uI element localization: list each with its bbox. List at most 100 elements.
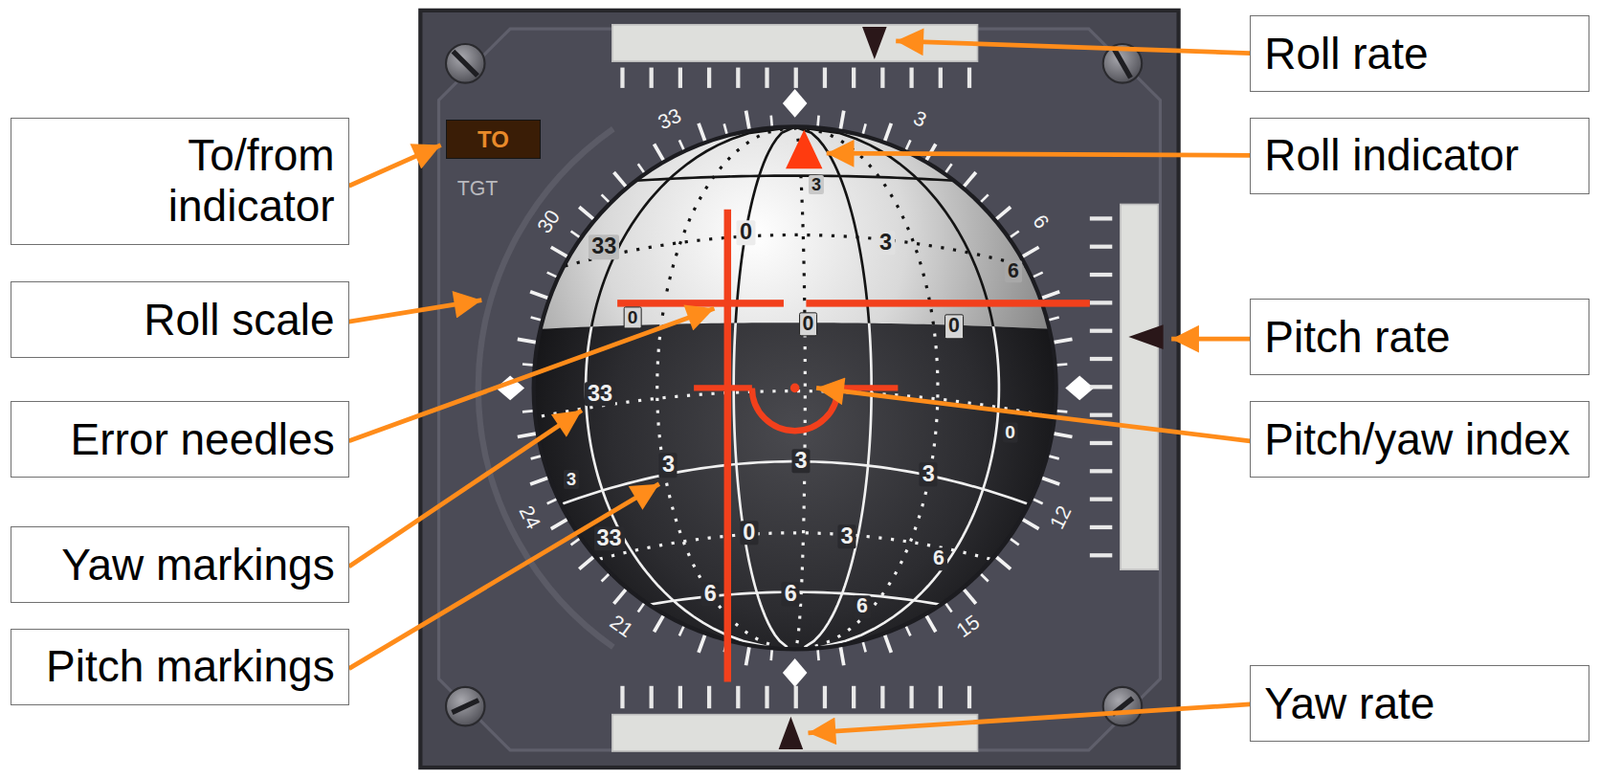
callout-box: Roll rate	[1249, 15, 1590, 92]
roll-indicator-triangle	[785, 130, 823, 170]
callout-box: Yaw markings	[10, 526, 350, 603]
roll-scale-tick	[746, 111, 750, 130]
rate-scale-tick	[707, 67, 712, 89]
roll-scale-tick	[769, 649, 774, 661]
rate-scale-tick	[764, 67, 769, 89]
yaw-marking-line	[585, 126, 796, 647]
pitch-marking-line	[529, 234, 1060, 276]
callout-text: Yaw rate	[1264, 678, 1435, 730]
screw-head	[445, 44, 486, 84]
rate-scale-tick	[880, 67, 885, 89]
ball-marking-number: 3	[876, 230, 895, 255]
ball-marking-number: 0	[1001, 422, 1019, 444]
roll-scale-tick	[679, 626, 685, 637]
callout-text: Yaw markings	[61, 539, 334, 591]
pitch-marking-line	[529, 176, 1060, 190]
ball-marking-number: 6	[1004, 260, 1023, 283]
roll-scale-tick	[531, 456, 541, 460]
roll-scale-tick	[517, 338, 536, 342]
yaw-marking-line	[585, 126, 796, 647]
ball-marking-number: 33	[594, 526, 625, 551]
rate-scale-tick	[764, 686, 769, 709]
pitch-rate-bar	[1120, 203, 1158, 570]
callout-box: Yaw rate	[1249, 665, 1590, 742]
roll-scale-tick	[1054, 433, 1073, 437]
rate-scale-tick	[735, 67, 740, 89]
rate-scale-tick	[938, 67, 943, 89]
roll-scale-tick	[840, 646, 844, 666]
rate-scale-tick	[1089, 216, 1112, 221]
roll-scale-tick	[638, 603, 645, 613]
error-needle	[724, 209, 732, 683]
callout-text: Pitch/yaw index	[1264, 414, 1571, 466]
roll-scale-tick	[578, 556, 594, 569]
rate-scale-tick	[620, 67, 624, 89]
roll-scale-tick	[547, 272, 557, 278]
callout-box: Roll indicator	[1249, 117, 1590, 195]
pitch-rate-pointer	[1128, 324, 1163, 350]
ball-marking-number: 6	[701, 581, 720, 606]
rate-scale-tick	[851, 686, 856, 709]
roll-scale-tick	[578, 206, 594, 219]
roll-scale-tick	[945, 603, 952, 613]
roll-scale-tick	[531, 316, 541, 320]
ball-sky	[523, 116, 1067, 331]
leader-lines	[349, 41, 1251, 734]
screw-head	[1103, 687, 1143, 727]
roll-scale-tick	[530, 291, 548, 299]
roll-scale-diamond	[782, 88, 808, 118]
roll-scale-tick	[980, 194, 989, 202]
roll-scale-tick	[1033, 272, 1044, 278]
roll-scale-tick	[638, 163, 645, 173]
roll-scale-tick	[522, 409, 534, 414]
rate-scale-tick	[649, 67, 654, 89]
leader-arrow	[826, 153, 1251, 156]
roll-rate-pointer	[862, 26, 888, 60]
roll-scale-tick	[816, 649, 821, 661]
ball-marking-number: 3	[808, 175, 824, 195]
ball-marking-number: 3	[838, 524, 857, 549]
rate-scale-tick	[1089, 329, 1112, 334]
ball-marking-number: 6	[853, 596, 871, 619]
callout-text: Pitch rate	[1264, 311, 1450, 363]
leader-arrow	[349, 484, 660, 669]
roll-scale-tick	[945, 163, 952, 173]
roll-scale-tick	[679, 139, 685, 150]
window-text: TO	[477, 126, 510, 154]
roll-scale-tick	[522, 362, 534, 367]
roll-scale-tick	[1022, 519, 1040, 530]
rate-scale-tick	[1089, 525, 1112, 530]
leader-arrow	[1171, 336, 1250, 342]
error-needle	[617, 299, 784, 307]
screw-slot	[452, 51, 478, 77]
roll-scale-tick	[654, 144, 665, 161]
callout-text: Error needles	[70, 414, 335, 466]
ball-marking-number: 6	[781, 581, 800, 606]
roll-scale-tick	[654, 616, 665, 633]
roll-scale-tick	[1054, 338, 1073, 342]
roll-scale-tick	[926, 616, 936, 633]
roll-scale-tick	[517, 433, 536, 437]
roll-scale-tick	[601, 194, 610, 202]
attitude-ball	[523, 116, 1067, 654]
error-needle	[805, 299, 1089, 307]
rate-scale-tick	[851, 67, 856, 89]
rate-scale-tick	[735, 686, 740, 709]
rate-scale-tick	[1089, 244, 1112, 249]
horizon-marking-number: 0	[799, 311, 819, 336]
leader-arrow	[349, 300, 483, 322]
rate-scale-tick	[1089, 413, 1112, 418]
roll-scale-tick	[1010, 230, 1020, 237]
roll-scale-tick	[863, 642, 867, 652]
roll-scale-tick	[698, 635, 706, 653]
leader-arrow	[808, 704, 1251, 734]
callout-text: Pitch markings	[45, 641, 335, 692]
roll-scale-tick	[551, 246, 568, 257]
roll-scale-tick	[1057, 362, 1068, 367]
screw-slot	[1113, 48, 1131, 78]
roll-scale-tick	[1022, 246, 1040, 257]
rate-scale-tick	[967, 67, 972, 89]
roll-scale-tick	[1010, 538, 1020, 545]
pitch-marking-line	[529, 176, 1060, 190]
